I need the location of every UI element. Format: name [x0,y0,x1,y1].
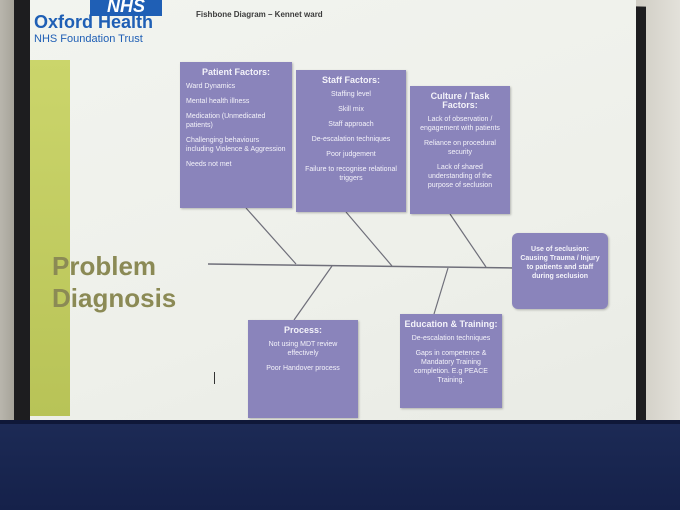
organisation-name: Oxford Health [34,12,154,32]
table-edge [0,420,680,426]
problem-heading-line-2: Diagnosis [52,283,177,313]
bone-process [293,265,333,321]
patient-factor-item: Mental health illness [186,98,250,105]
staff-factors-box: Staff Factors: Staffing level Skill mix … [296,70,406,212]
culture-task-factors-heading: Culture / Task Factors: [430,91,490,110]
table-cloth [0,424,680,510]
slide-accent-band [30,60,70,416]
culture-factor-item: Lack of observation / engagement with pa… [420,116,500,132]
bone-patient [245,207,297,265]
process-heading: Process: [283,325,323,335]
process-item: Not using MDT review effectively [268,341,338,357]
staff-factor-item: Skill mix [338,106,364,113]
bone-culture [449,213,487,268]
patient-factor-item: Challenging behaviours including Violenc… [186,137,286,153]
education-item: De-escalation techniques [411,335,491,342]
staff-factor-item: Staff approach [328,121,374,128]
staff-factor-item: Staffing level [331,91,371,98]
staff-factor-item: De-escalation techniques [311,136,391,143]
patient-factors-heading: Patient Factors: [201,67,270,77]
presentation-slide: NHS Oxford Health NHS Foundation Trust F… [30,0,636,420]
staff-factor-item: Failure to recognise relational triggers [305,166,397,182]
staff-factor-item: Poor judgement [326,151,376,158]
education-training-heading: Education & Training: [404,319,498,329]
process-item: Poor Handover process [266,365,340,372]
patient-factor-item: Medication (Unmedicated patients) [186,113,266,129]
patient-factor-item: Needs not met [186,161,232,168]
bone-staff [345,211,393,267]
problem-diagnosis-heading: Problem Diagnosis [52,250,176,314]
patient-factors-box: Patient Factors: Ward Dynamics Mental he… [180,62,292,208]
culture-factor-item: Lack of shared understanding of the purp… [427,164,493,189]
organisation-subtitle: NHS Foundation Trust [34,33,143,45]
problem-heading-line-1: Problem [52,251,157,281]
effect-box: Use of seclusion: Causing Trauma / Injur… [512,233,608,309]
slide-title: Fishbone Diagram – Kennet ward [196,10,323,19]
culture-factor-item: Reliance on procedural security [424,140,496,156]
text-cursor [214,372,215,384]
bone-education [433,267,449,315]
process-box: Process: Not using MDT review effectivel… [248,320,358,418]
culture-task-factors-box: Culture / Task Factors: Lack of observat… [410,86,510,214]
fishbone-spine [207,263,515,269]
nhs-logo: NHS [90,0,162,16]
education-training-box: Education & Training: De-escalation tech… [400,314,502,408]
patient-factor-item: Ward Dynamics [186,83,236,90]
education-item: Gaps in competence & Mandatory Training … [414,350,488,384]
staff-factors-heading: Staff Factors: [321,75,380,85]
